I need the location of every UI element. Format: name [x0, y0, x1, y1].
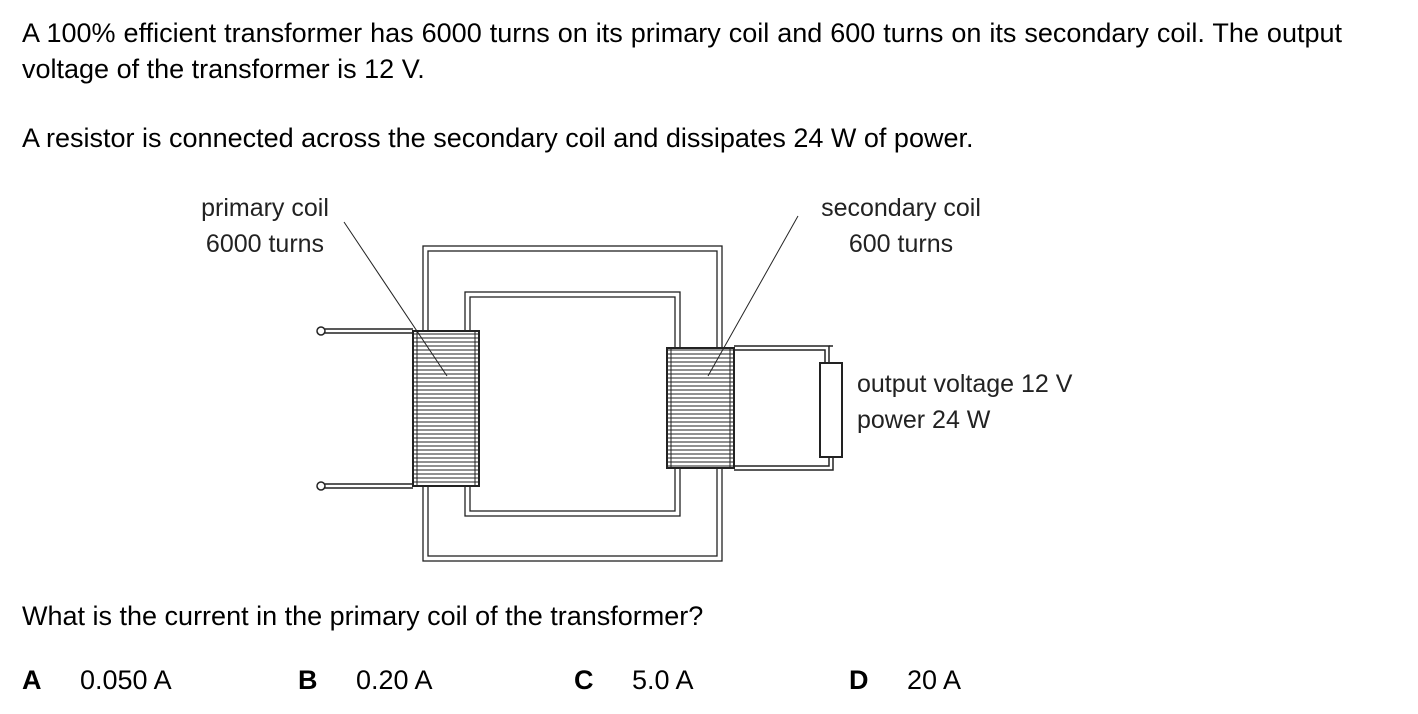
option-d[interactable]: D 20 A [849, 662, 961, 698]
secondary-coil-label: secondary coil 600 turns [821, 194, 981, 258]
primary-pointer [343, 221, 448, 377]
option-d-letter: D [849, 665, 869, 695]
option-c-value: 5.0 A [632, 665, 694, 695]
output-label: output voltage 12 V power 24 W [857, 370, 1073, 434]
option-b[interactable]: B 0.20 A [298, 662, 433, 698]
option-a-value: 0.050 A [80, 665, 172, 695]
question-prompt: What is the current in the primary coil … [22, 601, 704, 631]
primary-terminals [316, 326, 413, 491]
option-a-letter: A [22, 665, 42, 695]
secondary-pointer [707, 215, 799, 377]
option-b-letter: B [298, 665, 318, 695]
primary-coil-label: primary coil 6000 turns [201, 194, 329, 258]
output-wires [734, 345, 834, 471]
option-c[interactable]: C 5.0 A [574, 662, 694, 698]
option-a[interactable]: A 0.050 A [22, 662, 172, 698]
resistor-statement: A resistor is connected across the secon… [22, 123, 974, 153]
primary-coil [412, 330, 480, 487]
option-c-letter: C [574, 665, 594, 695]
resistor [819, 362, 843, 458]
option-d-value: 20 A [907, 665, 962, 695]
secondary-coil [666, 347, 735, 469]
question-intro: A 100% efficient transformer has 6000 tu… [22, 18, 1342, 84]
option-b-value: 0.20 A [356, 665, 433, 695]
